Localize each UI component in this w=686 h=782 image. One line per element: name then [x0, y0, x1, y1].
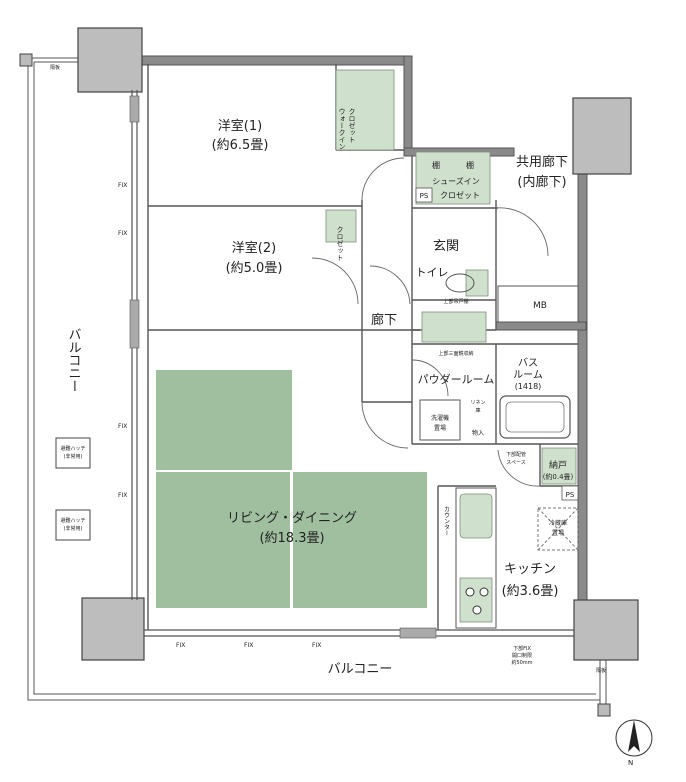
floor-space-label1: 下部配管: [506, 451, 526, 458]
balcony-left-label: バルコニー: [66, 328, 82, 393]
mb-label: MB: [533, 301, 547, 311]
kitchen-size: (約3.6畳): [502, 584, 559, 599]
storage-area: [541, 447, 577, 485]
living-floor-lower-right: [293, 472, 427, 608]
toilet-bowl: [445, 273, 475, 293]
entrance-label: 玄関: [433, 239, 459, 254]
hatch-1: [55, 437, 91, 469]
column-top-right: [572, 97, 632, 175]
shoes-in-label: シューズイン: [432, 176, 480, 186]
shoes-closet-label: クロゼット: [440, 190, 480, 200]
walkin-closet-area: [335, 69, 395, 151]
corridor-label: 廊下: [371, 312, 397, 328]
fridge-space: [537, 507, 579, 551]
bottom-fix-label3: 約50mm: [511, 659, 532, 666]
western2-name: 洋室(2): [232, 240, 276, 256]
column-top-left: [77, 27, 143, 93]
shelf-label-1: 棚: [432, 160, 440, 170]
western2-size: (約5.0畳): [226, 261, 283, 276]
counter-label: カウンター: [443, 506, 450, 536]
bathtub: [499, 395, 571, 439]
western1-name: 洋室(1): [218, 118, 262, 134]
ps-box-lower: [561, 485, 579, 501]
hatch2-label: 避難ハッチ: [60, 517, 85, 524]
left-window-wall: [129, 90, 140, 600]
toilet-cabinet: [465, 269, 489, 297]
washer-label: 洗濯機: [431, 414, 449, 422]
bath-name2: ルーム: [513, 369, 543, 381]
storage-size: (約0.4畳): [543, 472, 574, 481]
western1-size: (約6.5畳): [212, 138, 269, 153]
fix-label-4: FIX: [118, 492, 127, 499]
fridge-label1: 冷蔵庫: [549, 519, 567, 527]
fix-label-7: FIX: [312, 642, 321, 649]
toilet-label: トイレ: [416, 266, 449, 279]
bottom-fix-label1: 下部FIX: [513, 645, 531, 652]
floor-space-label2: スペース: [506, 460, 525, 466]
upper-cabinet-powder: 上部三面鏡収納: [438, 350, 473, 357]
post-bottom-right: [597, 703, 611, 717]
fix-label-2: FIX: [118, 230, 127, 237]
kitchen-sink: [459, 493, 493, 539]
powder-label: パウダールーム: [418, 372, 495, 386]
column-bottom-left: [81, 597, 145, 661]
kitchen-stove: [459, 577, 493, 623]
washer-area: [419, 399, 461, 441]
door-swings: [311, 157, 549, 487]
common-corridor-line1: 共用廊下: [516, 154, 568, 170]
balcony-bottom-label: バルコニー: [328, 662, 393, 677]
partition-label-2: 隔板: [596, 667, 606, 674]
western2-closet-area: [325, 209, 357, 243]
partition-label-1: 隔板: [50, 64, 60, 71]
hatch1b-label: (非常用): [64, 453, 83, 460]
upper-cabinet-toilet: 上部吊戸棚: [443, 298, 468, 305]
common-corridor-line2: (内廊下): [517, 174, 566, 190]
kitchen-name: キッチン: [504, 562, 556, 577]
bottom-window-wall: [144, 627, 574, 639]
hatch1-label: 避難ハッチ: [60, 445, 85, 452]
living-size: (約18.3畳): [259, 531, 324, 546]
north-label: N: [628, 759, 633, 767]
ps-box-upper: [415, 187, 433, 203]
hatch2b-label: (非常用): [64, 525, 83, 532]
living-floor-upper: [156, 370, 292, 470]
walkin-label: ウォークイン: [338, 108, 346, 150]
linen-label2: 庫: [475, 407, 480, 414]
living-name: リビング・ダイニング: [227, 511, 357, 526]
bath-size: (1418): [515, 382, 542, 391]
storage-name: 納戸: [549, 459, 567, 471]
linen-label1: リネン: [470, 400, 485, 406]
bottom-fix-label2: 開口制限: [512, 652, 532, 659]
column-bottom-right: [573, 599, 639, 661]
hatch-2: [55, 509, 91, 541]
fridge-label2: 置場: [552, 529, 564, 537]
closet-label: クロゼット: [348, 108, 356, 143]
living-floor-lower-left: [156, 472, 290, 608]
bath-name1: バス: [518, 357, 538, 369]
fix-label-1: FIX: [118, 182, 127, 189]
fix-label-5: FIX: [176, 642, 185, 649]
closet2-label: クロゼット: [336, 226, 344, 261]
mb-box: [497, 285, 579, 323]
powder-cabinet: [421, 311, 487, 343]
shelf-label-2: 棚: [466, 160, 474, 170]
ps-label-lower: PS: [566, 491, 575, 499]
washer-label2: 置場: [434, 424, 446, 432]
ps-label-upper: PS: [420, 192, 429, 200]
storage-small-label: 物入: [472, 429, 484, 437]
kitchen-counter: [455, 487, 497, 629]
fix-label-6: FIX: [244, 642, 253, 649]
north-arrow: [615, 719, 653, 757]
fix-label-3: FIX: [118, 423, 127, 430]
balcony-outline: [27, 57, 607, 706]
post-top-left: [19, 53, 33, 67]
